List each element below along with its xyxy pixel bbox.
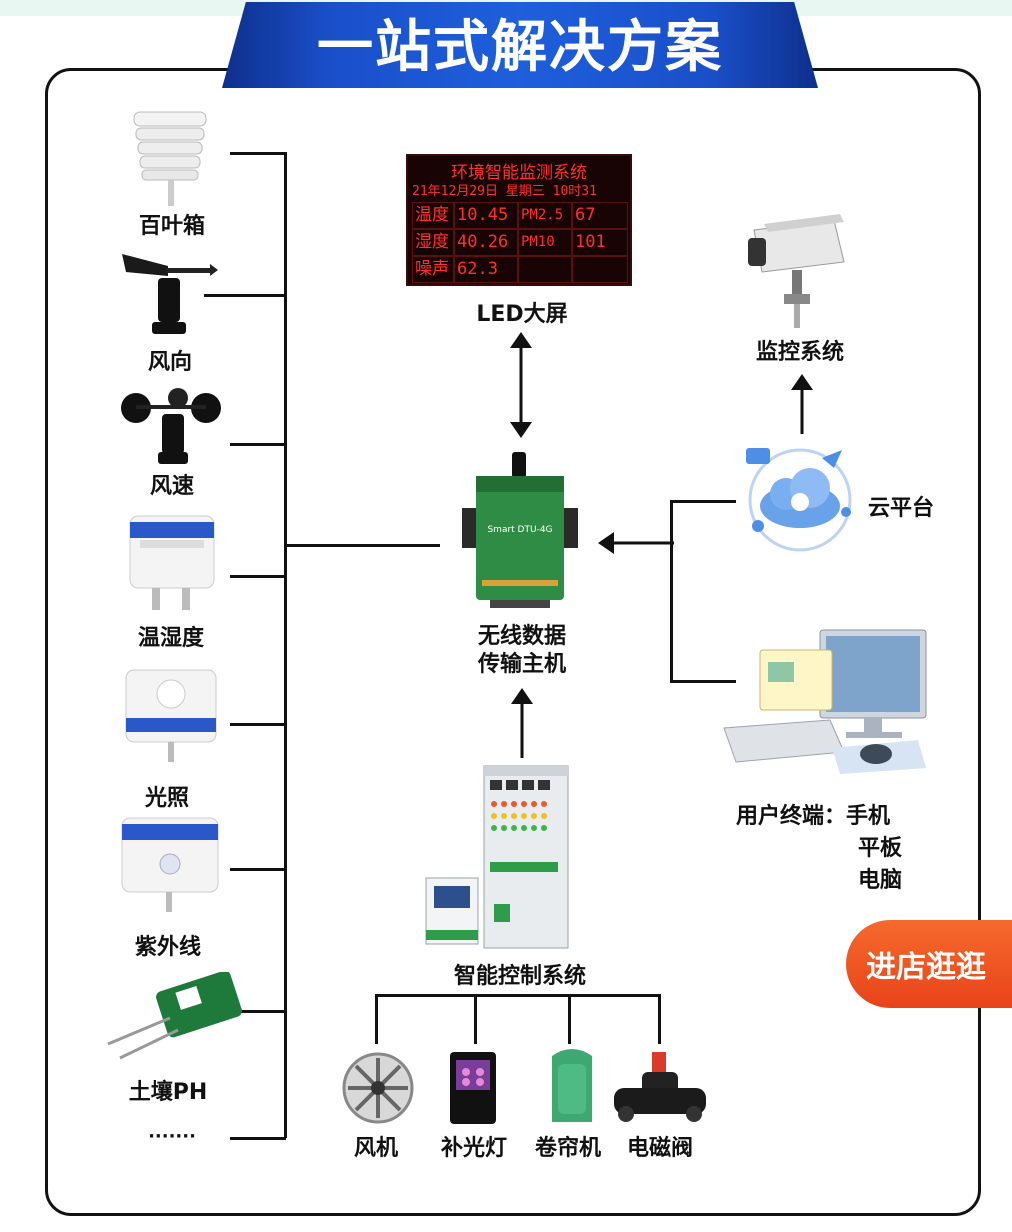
grow-light-icon (450, 1052, 496, 1124)
connector-8 (230, 1137, 286, 1140)
led-cell (572, 256, 628, 283)
monitor-label: 监控系统 (755, 340, 845, 365)
curtain-machine-icon (552, 1049, 592, 1122)
actuator-bus (375, 994, 661, 997)
actuator-label-fan: 风机 (353, 1136, 399, 1161)
connector-3 (230, 443, 286, 446)
connector-1 (230, 152, 286, 155)
led-cell: 10.45 (454, 202, 518, 229)
led-cell: 40.26 (454, 229, 518, 256)
dtu-host-icon: Smart DTU-4G (462, 452, 578, 608)
led-cell (518, 256, 572, 283)
temperature-humidity-sensor-icon (129, 515, 215, 610)
led-screen: 环境智能监测系统 21年12月29日 星期三 10时31 温度 10.45 PM… (406, 154, 632, 286)
led-cell: 温度 (412, 202, 454, 229)
actuator-label-valve: 电磁阀 (626, 1136, 694, 1161)
actuator-drop-2 (474, 994, 477, 1044)
solenoid-valve-icon (614, 1052, 706, 1122)
right-bracket-vertical (670, 500, 673, 682)
sensor-label-light: 光照 (144, 786, 190, 811)
connector-5 (230, 723, 286, 726)
soil-ph-sensor-icon (107, 972, 242, 1060)
connector-4 (230, 575, 286, 578)
fan-icon (342, 1052, 414, 1124)
control-cabinet-icon (425, 765, 569, 949)
light-sensor-icon (125, 669, 217, 762)
sensor-label-soil-ph: 土壤PH (128, 1080, 208, 1105)
host-label-line1: 无线数据 (477, 624, 567, 649)
cloud-platform-icon (746, 448, 852, 552)
up-arrow-icon (511, 688, 533, 758)
sensor-label-wind-speed: 风速 (149, 474, 195, 499)
user-terminal-line1: 用户终端：手机 (736, 804, 891, 829)
user-terminal-line2: 平板 (858, 836, 903, 861)
louver-box-icon (133, 111, 207, 206)
sensor-label-uv: 紫外线 (134, 935, 202, 960)
led-label: LED大屏 (476, 302, 568, 327)
up-arrow-icon (791, 374, 813, 434)
title-banner (222, 2, 818, 88)
connector-7 (230, 1010, 286, 1013)
computer-icon (723, 629, 927, 774)
left-arrow-icon (598, 532, 674, 554)
led-cell: 噪声 (412, 256, 454, 283)
actuator-label-curtain: 卷帘机 (534, 1136, 602, 1161)
control-label: 智能控制系统 (453, 964, 587, 989)
led-cell: 湿度 (412, 229, 454, 256)
uv-sensor-icon (121, 817, 219, 912)
sensor-label-temp-humidity: 温湿度 (137, 626, 205, 651)
cloud-label: 云平台 (868, 496, 935, 521)
led-cell: PM10 (518, 229, 572, 256)
led-cell: 101 (572, 229, 628, 256)
sensor-label-louver-box: 百叶箱 (138, 214, 206, 239)
sensor-bus-vertical (284, 152, 287, 1138)
user-terminal-line3: 电脑 (858, 868, 903, 893)
host-label-line2: 传输主机 (477, 652, 567, 677)
actuator-label-grow-light: 补光灯 (440, 1136, 508, 1161)
led-cell: 67 (572, 202, 628, 229)
sensor-label-more: ······· (148, 1126, 196, 1147)
page-title: 一站式解决方案 (317, 14, 723, 80)
right-bracket-bottom (670, 680, 736, 683)
bus-to-host (284, 544, 440, 547)
anemometer-icon (121, 388, 221, 464)
led-cell: 62.3 (454, 256, 518, 283)
actuator-drop-1 (375, 994, 378, 1044)
connector-2 (204, 294, 286, 297)
wind-vane-icon (122, 254, 218, 334)
led-title: 环境智能监测系统 (451, 163, 587, 183)
right-bracket-top (670, 500, 736, 503)
actuator-drop-3 (568, 994, 571, 1044)
sensor-label-wind-direction: 风向 (147, 350, 193, 375)
double-arrow-icon (510, 332, 532, 438)
dtu-text: Smart DTU-4G (487, 525, 552, 535)
camera-icon (748, 214, 845, 328)
led-cell: PM2.5 (518, 202, 572, 229)
actuator-drop-4 (658, 994, 661, 1044)
visit-shop-button[interactable]: 进店逛逛 (846, 920, 1012, 1008)
led-date: 21年12月29日 星期三 10时31 (412, 184, 597, 199)
connector-6 (230, 868, 286, 871)
